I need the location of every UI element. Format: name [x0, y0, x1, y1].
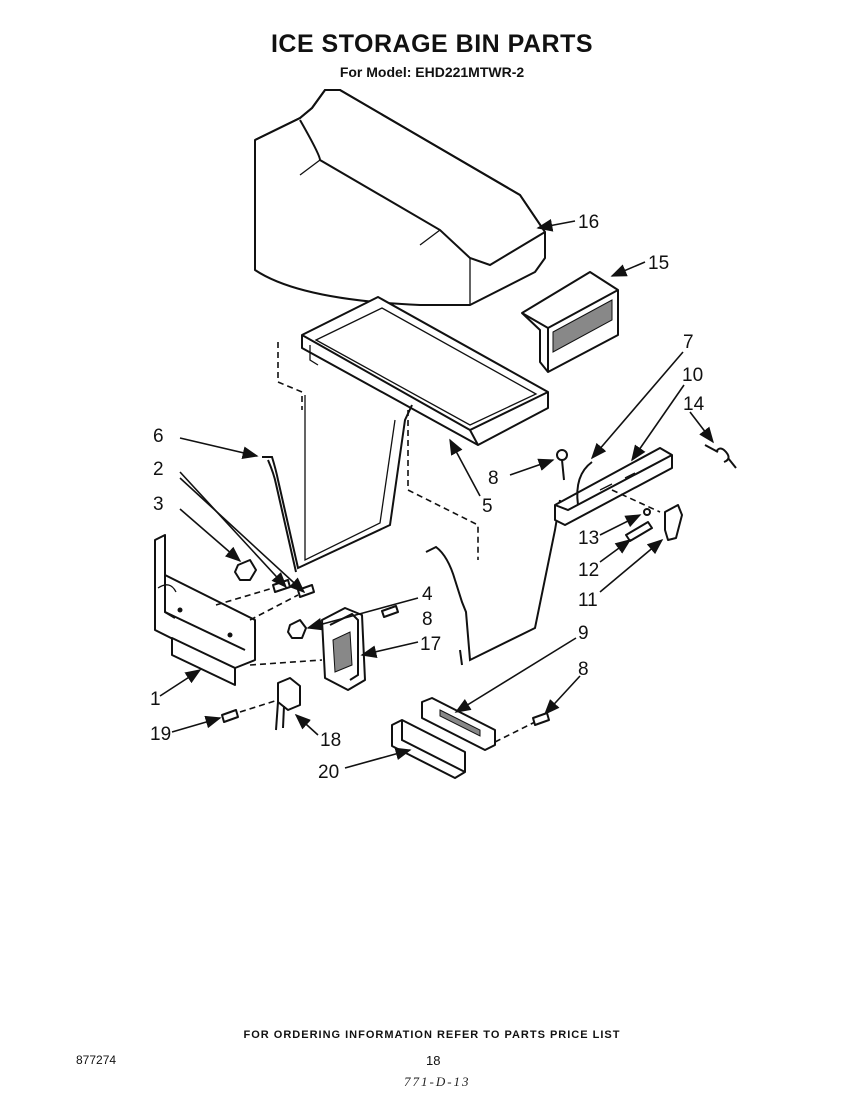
leader-lines [159, 219, 714, 769]
actuator-housing-part-17 [249, 607, 366, 691]
ordering-information-note: FOR ORDERING INFORMATION REFER TO PARTS … [243, 1029, 621, 1041]
callout-12: 12 [578, 560, 599, 581]
callout-13: 13 [578, 528, 599, 549]
lever-part-11 [611, 489, 683, 541]
callout-1: 1 [150, 689, 161, 710]
callout-16: 16 [578, 212, 599, 233]
guide-part-9 [421, 697, 536, 751]
callout-8-lower: 8 [578, 659, 589, 680]
callout-8-mid: 8 [422, 609, 433, 630]
callout-10: 10 [682, 365, 703, 386]
nut-part-3 [234, 559, 257, 581]
callout-14: 14 [683, 394, 705, 415]
lever-bracket-part-10 [554, 447, 673, 526]
callout-11: 11 [578, 590, 598, 611]
page-number: 18 [426, 1053, 441, 1068]
handwritten-code: 771-D-13 [404, 1074, 471, 1089]
bottom-bracket-part-20 [391, 719, 466, 779]
nut-part-4 [287, 619, 307, 639]
bin-shelf-part-5 [301, 296, 549, 446]
page-title: ICE STORAGE BIN PARTS [270, 30, 594, 58]
callout-17: 17 [420, 634, 441, 655]
screw-part-8-lower [532, 712, 550, 726]
callout-15: 15 [648, 253, 669, 274]
callout-20: 20 [318, 762, 339, 783]
callout-8-top: 8 [488, 468, 499, 489]
callout-7: 7 [683, 332, 694, 353]
switch-part-18 [239, 677, 301, 731]
callout-18: 18 [320, 730, 341, 751]
clip-part-8-top [556, 449, 568, 481]
callout-6: 6 [153, 426, 164, 447]
callout-19: 19 [150, 724, 171, 745]
screw-part-8-mid [381, 605, 399, 618]
wire-rod-assembly [425, 499, 561, 666]
pin-part-13 [625, 508, 653, 542]
wire-support-part-6 [262, 342, 479, 573]
callout-2: 2 [153, 459, 164, 480]
screw-part-19 [221, 709, 239, 723]
callout-5: 5 [482, 496, 493, 517]
model-subtitle: For Model: EHD221MTWR-2 [339, 64, 525, 80]
callout-3: 3 [153, 494, 164, 515]
document-number: 877274 [76, 1053, 117, 1067]
callout-9: 9 [578, 623, 589, 644]
ice-bucket-part-16 [254, 89, 546, 306]
callout-4: 4 [422, 584, 433, 605]
spring-part-14 [704, 444, 737, 469]
bin-front-cover-part-15 [521, 271, 619, 373]
mounting-bracket-part-1 [154, 534, 256, 686]
